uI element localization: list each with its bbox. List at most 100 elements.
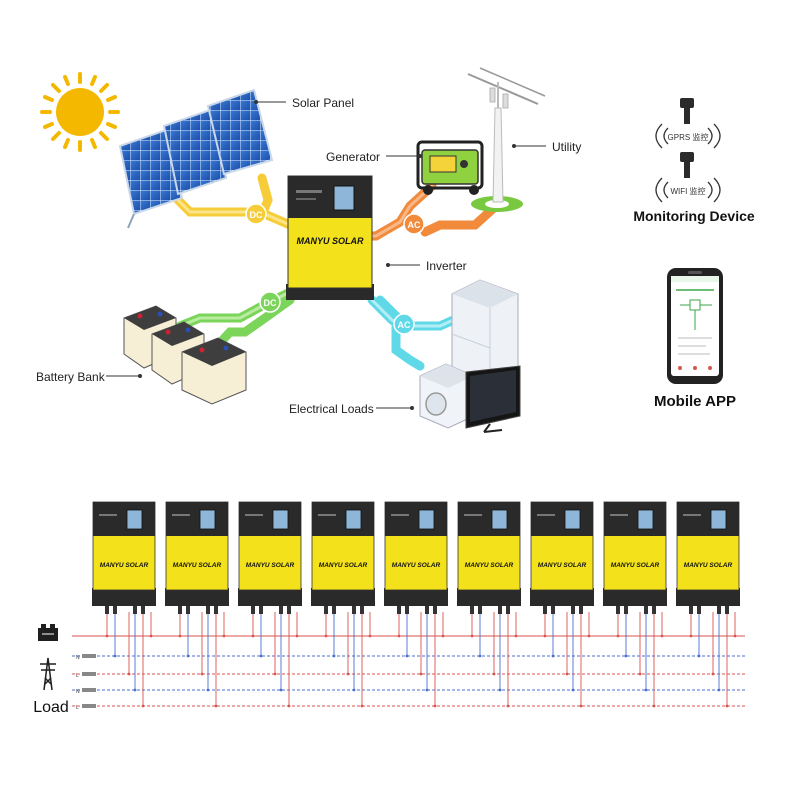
tv-icon [465, 365, 521, 433]
utility-pole-icon [467, 67, 546, 212]
bus-junction [492, 672, 496, 676]
svg-text:DC: DC [264, 298, 277, 308]
breaker-icon [82, 672, 96, 676]
bus-junction [514, 634, 518, 638]
power-tower-icon [40, 657, 56, 691]
inverter-brand: MANYU SOLAR [297, 236, 364, 246]
mobile-phone-icon [667, 268, 723, 384]
inverter-brand: MANYU SOLAR [173, 562, 222, 569]
parallel-inverter: MANYU SOLAR [384, 501, 448, 614]
bus-junction [587, 634, 591, 638]
label-utility: Utility [552, 140, 581, 154]
solar-panel [206, 88, 274, 176]
parallel-inverter: MANYU SOLAR [530, 501, 594, 614]
bus-junction [206, 688, 210, 692]
parallel-inverter: MANYU SOLAR [311, 501, 375, 614]
bus-junction [222, 634, 226, 638]
bus-junction [652, 704, 656, 708]
bus-line-label: L [76, 673, 79, 679]
generator-icon [416, 140, 484, 195]
callout-dots [138, 100, 516, 410]
wifi-monitor-icon: WIFI 监控 [655, 152, 721, 203]
bus-junction [506, 704, 510, 708]
washing-machine-icon [419, 363, 475, 429]
bus-junction [579, 704, 583, 708]
label-inverter: Inverter [426, 259, 467, 273]
bus-line-label: N [76, 655, 80, 661]
bus-junction [127, 672, 131, 676]
bus-junction [273, 672, 277, 676]
svg-text:DC: DC [250, 210, 263, 220]
ac-badge-generator: AC [403, 213, 425, 235]
label-electrical-loads: Electrical Loads [289, 402, 374, 416]
bus-junction [697, 654, 701, 658]
inverter-icon: MANYU SOLAR [286, 175, 374, 300]
bus-junction [689, 634, 693, 638]
bus-junction [360, 704, 364, 708]
parallel-inverter: MANYU SOLAR [92, 501, 156, 614]
bus-junction [279, 688, 283, 692]
inverter-brand: MANYU SOLAR [538, 562, 587, 569]
bus-junction [259, 654, 263, 658]
inverter-brand: MANYU SOLAR [684, 562, 733, 569]
bus-junction [214, 704, 218, 708]
callout-lines [106, 101, 546, 409]
bus-junction [141, 704, 145, 708]
ac-cable-loads [367, 295, 463, 371]
bus-junction [478, 654, 482, 658]
breaker-icon [82, 654, 96, 658]
bus-line-label: L [76, 705, 79, 711]
label-solar-panel: Solar Panel [292, 96, 354, 110]
bus-junction [186, 654, 190, 658]
bus-junction [543, 634, 547, 638]
inverter-brand: MANYU SOLAR [100, 562, 149, 569]
battery-bank-icon [123, 305, 247, 405]
gprs-label: GPRS 监控 [668, 132, 709, 142]
inverter-brand: MANYU SOLAR [246, 562, 295, 569]
battery-terminal-icon [38, 624, 58, 641]
bus-junction [251, 634, 255, 638]
bus-junction [638, 672, 642, 676]
dc-badge-battery: DC [259, 291, 281, 313]
parallel-inverter: MANYU SOLAR [603, 501, 667, 614]
bus-junction [324, 634, 328, 638]
parallel-inverter: MANYU SOLAR [165, 501, 229, 614]
label-battery-bank: Battery Bank [36, 370, 106, 384]
bus-junction [287, 704, 291, 708]
bus-junction [332, 654, 336, 658]
label-load: Load [33, 699, 69, 716]
bus-junction [149, 634, 153, 638]
bus-junction [470, 634, 474, 638]
bus-junction [178, 634, 182, 638]
bus-junction [441, 634, 445, 638]
bus-junction [133, 688, 137, 692]
bus-junction [660, 634, 664, 638]
parallel-inverter: MANYU SOLAR [238, 501, 302, 614]
svg-text:AC: AC [398, 320, 411, 330]
ac-badge-loads: AC [393, 313, 415, 335]
bus-junction [419, 672, 423, 676]
bus-junction [397, 634, 401, 638]
sun-icon [40, 72, 120, 152]
solar-panel-array [118, 88, 274, 229]
parallel-inverter: MANYU SOLAR [457, 501, 521, 614]
parallel-inverter: MANYU SOLAR [676, 501, 740, 614]
inverter-brand: MANYU SOLAR [319, 562, 368, 569]
wifi-label: WIFI 监控 [670, 186, 705, 196]
label-generator: Generator [326, 150, 380, 164]
label-monitoring-device: Monitoring Device [633, 208, 755, 224]
parallel-inverter-bank: MANYU SOLAR MANYU SOLAR MANYU SOLAR MANYU S… [92, 501, 740, 614]
solar-panel [118, 128, 184, 229]
bus-junction [425, 688, 429, 692]
solar-panel [162, 108, 228, 196]
bus-junction [733, 634, 737, 638]
dc-badge-solar: DC [245, 203, 267, 225]
bus-junction [105, 634, 109, 638]
inverter-brand: MANYU SOLAR [465, 562, 514, 569]
bus-junction [717, 688, 721, 692]
bus-junction [725, 704, 729, 708]
bus-junction [711, 672, 715, 676]
bus-junction [571, 688, 575, 692]
gprs-monitor-icon: GPRS 监控 [655, 98, 721, 149]
